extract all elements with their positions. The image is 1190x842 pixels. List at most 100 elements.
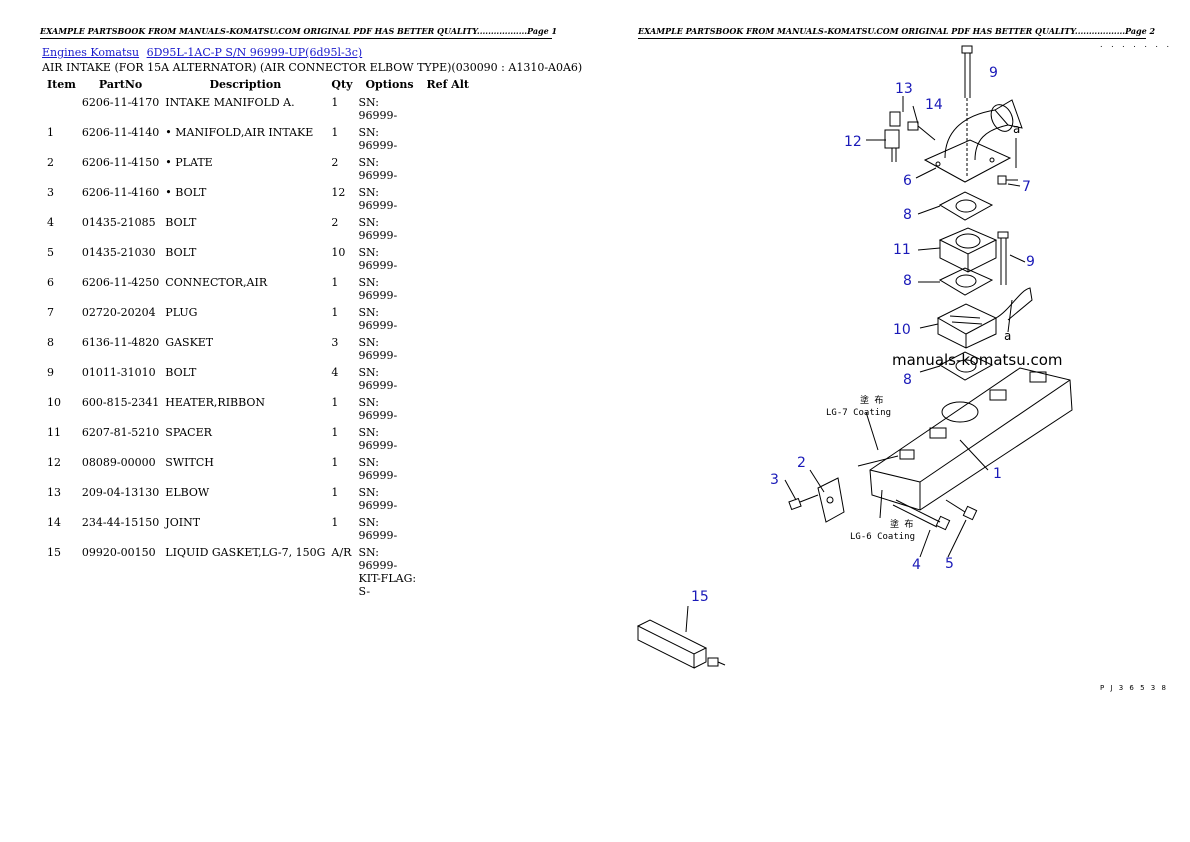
cell-qty: 2 bbox=[331, 156, 339, 169]
cell-partno: 02720-20204 bbox=[81, 306, 156, 319]
callout-12: 12 bbox=[844, 134, 862, 150]
col-header-refalt: Ref Alt bbox=[426, 78, 469, 91]
callout-10: 10 bbox=[893, 322, 911, 338]
cell-description: HEATER,RIBBON bbox=[165, 396, 266, 409]
cell-refalt bbox=[423, 514, 472, 544]
cell-refalt bbox=[423, 424, 472, 454]
intake-manifold-1-drawing bbox=[869, 367, 1073, 511]
breadcrumb-link-engines[interactable]: Engines Komatsu bbox=[42, 46, 140, 59]
plate-2-drawing bbox=[817, 477, 845, 523]
cell-options: SN: 96999- bbox=[358, 96, 398, 122]
cell-options: SN: 96999- bbox=[358, 306, 398, 332]
cell-qty: 12 bbox=[331, 186, 346, 199]
col-header-options: Options bbox=[365, 78, 414, 91]
cell-options: SN: 96999- bbox=[358, 276, 398, 302]
callout-8-upper: 8 bbox=[903, 207, 912, 223]
cell-options: SN: 96999- bbox=[358, 126, 398, 152]
cell-partno: 6207-81-5210 bbox=[81, 426, 160, 439]
cell-qty: 1 bbox=[331, 126, 339, 139]
cell-partno: 6206-11-4160 bbox=[81, 186, 160, 199]
page-header-left: EXAMPLE PARTSBOOK FROM MANUALS-KOMATSU.C… bbox=[40, 24, 557, 39]
note-lg6-jp: 塗 布 bbox=[890, 518, 913, 530]
header-dots: . . . . . . . bbox=[1100, 40, 1173, 49]
air-connector-elbow-drawing bbox=[923, 99, 1023, 183]
cell-partno: 08089-00000 bbox=[81, 456, 156, 469]
callout-15: 15 bbox=[691, 589, 709, 605]
cell-description: • BOLT bbox=[165, 186, 207, 199]
leader-lines bbox=[784, 105, 1026, 558]
cell-options: SN: 96999- bbox=[358, 516, 398, 542]
cell-item: 11 bbox=[47, 426, 61, 439]
cell-qty: 1 bbox=[331, 486, 339, 499]
col-header-description: Description bbox=[209, 78, 282, 91]
cell-partno: 6206-11-4140 bbox=[81, 126, 160, 139]
table-row: 2 6206-11-4150 • PLATE 2 SN: 96999- bbox=[44, 154, 472, 184]
callout-6: 6 bbox=[903, 173, 912, 189]
cell-partno: 209-04-13130 bbox=[81, 486, 160, 499]
cell-options: SN: 96999- bbox=[358, 396, 398, 422]
callout-8-middle: 8 bbox=[903, 273, 912, 289]
cell-qty: 1 bbox=[331, 456, 339, 469]
cell-options: SN: 96999- bbox=[358, 156, 398, 182]
note-lg7-jp: 塗 布 bbox=[860, 394, 883, 406]
cell-description: JOINT bbox=[165, 516, 201, 529]
cell-partno: 6206-11-4150 bbox=[81, 156, 160, 169]
cell-item: 12 bbox=[47, 456, 61, 469]
cell-partno: 6136-11-4820 bbox=[81, 336, 160, 349]
exploded-parts-diagram: 1 2 3 4 5 6 7 8 8 8 9 9 10 11 12 13 14 1… bbox=[636, 45, 1073, 669]
col-header-item: Item bbox=[47, 78, 76, 91]
cell-description: SPACER bbox=[165, 426, 212, 439]
cell-refalt bbox=[423, 214, 472, 244]
cell-qty: 2 bbox=[331, 216, 339, 229]
callout-2: 2 bbox=[797, 455, 806, 471]
cell-description: BOLT bbox=[165, 366, 197, 379]
section-title: AIR INTAKE (FOR 15A ALTERNATOR) (AIR CON… bbox=[42, 61, 583, 74]
bolt-3-drawing bbox=[788, 494, 819, 511]
cell-options: SN: 96999- bbox=[358, 486, 398, 512]
cell-item: 2 bbox=[47, 156, 54, 169]
cell-qty: 1 bbox=[331, 426, 339, 439]
liquid-gasket-tube-15-drawing bbox=[636, 605, 726, 669]
cell-refalt bbox=[423, 394, 472, 424]
cell-options: SN: 96999- bbox=[358, 336, 398, 362]
bolt-9-mid-drawing bbox=[997, 231, 1009, 285]
bolt-9-top-drawing bbox=[961, 45, 973, 178]
cell-refalt bbox=[423, 184, 472, 214]
cell-refalt bbox=[423, 124, 472, 154]
cell-item: 4 bbox=[47, 216, 54, 229]
cell-refalt bbox=[423, 244, 472, 274]
heater-ribbon-10-drawing bbox=[936, 287, 1033, 349]
parts-table: Item PartNo Description Qty Options Ref … bbox=[44, 76, 472, 600]
cell-refalt bbox=[423, 304, 472, 334]
note-lg7-coating: LG-7 Coating bbox=[826, 408, 891, 418]
cell-options: SN: 96999- KIT-FLAG: S- bbox=[358, 546, 417, 598]
plug-7-drawing bbox=[997, 175, 1018, 185]
cell-options: SN: 96999- bbox=[358, 366, 398, 392]
cell-description: • PLATE bbox=[165, 156, 213, 169]
cell-description: SWITCH bbox=[165, 456, 214, 469]
cell-item: 5 bbox=[47, 246, 54, 259]
cell-options: SN: 96999- bbox=[358, 456, 398, 482]
breadcrumb-link-model[interactable]: 6D95L-1AC-P S/N 96999-UP(6d95l-3c) bbox=[146, 46, 363, 59]
cell-refalt bbox=[423, 154, 472, 184]
callout-4: 4 bbox=[912, 557, 921, 573]
bolt-5-drawing bbox=[945, 499, 978, 521]
cell-refalt bbox=[423, 94, 472, 124]
cell-description: ELBOW bbox=[165, 486, 210, 499]
cell-partno: 09920-00150 bbox=[81, 546, 156, 559]
switch-elbow-joint-drawing bbox=[884, 96, 936, 162]
callout-3: 3 bbox=[770, 472, 779, 488]
gasket-8-lower-drawing bbox=[938, 351, 994, 381]
callout-11: 11 bbox=[893, 242, 911, 258]
cell-item bbox=[44, 94, 79, 124]
cell-qty: 1 bbox=[331, 96, 339, 109]
page-header-right: EXAMPLE PARTSBOOK FROM MANUALS-KOMATSU.C… bbox=[638, 24, 1155, 39]
watermark-text: manuals-komatsu.com bbox=[892, 351, 1063, 369]
